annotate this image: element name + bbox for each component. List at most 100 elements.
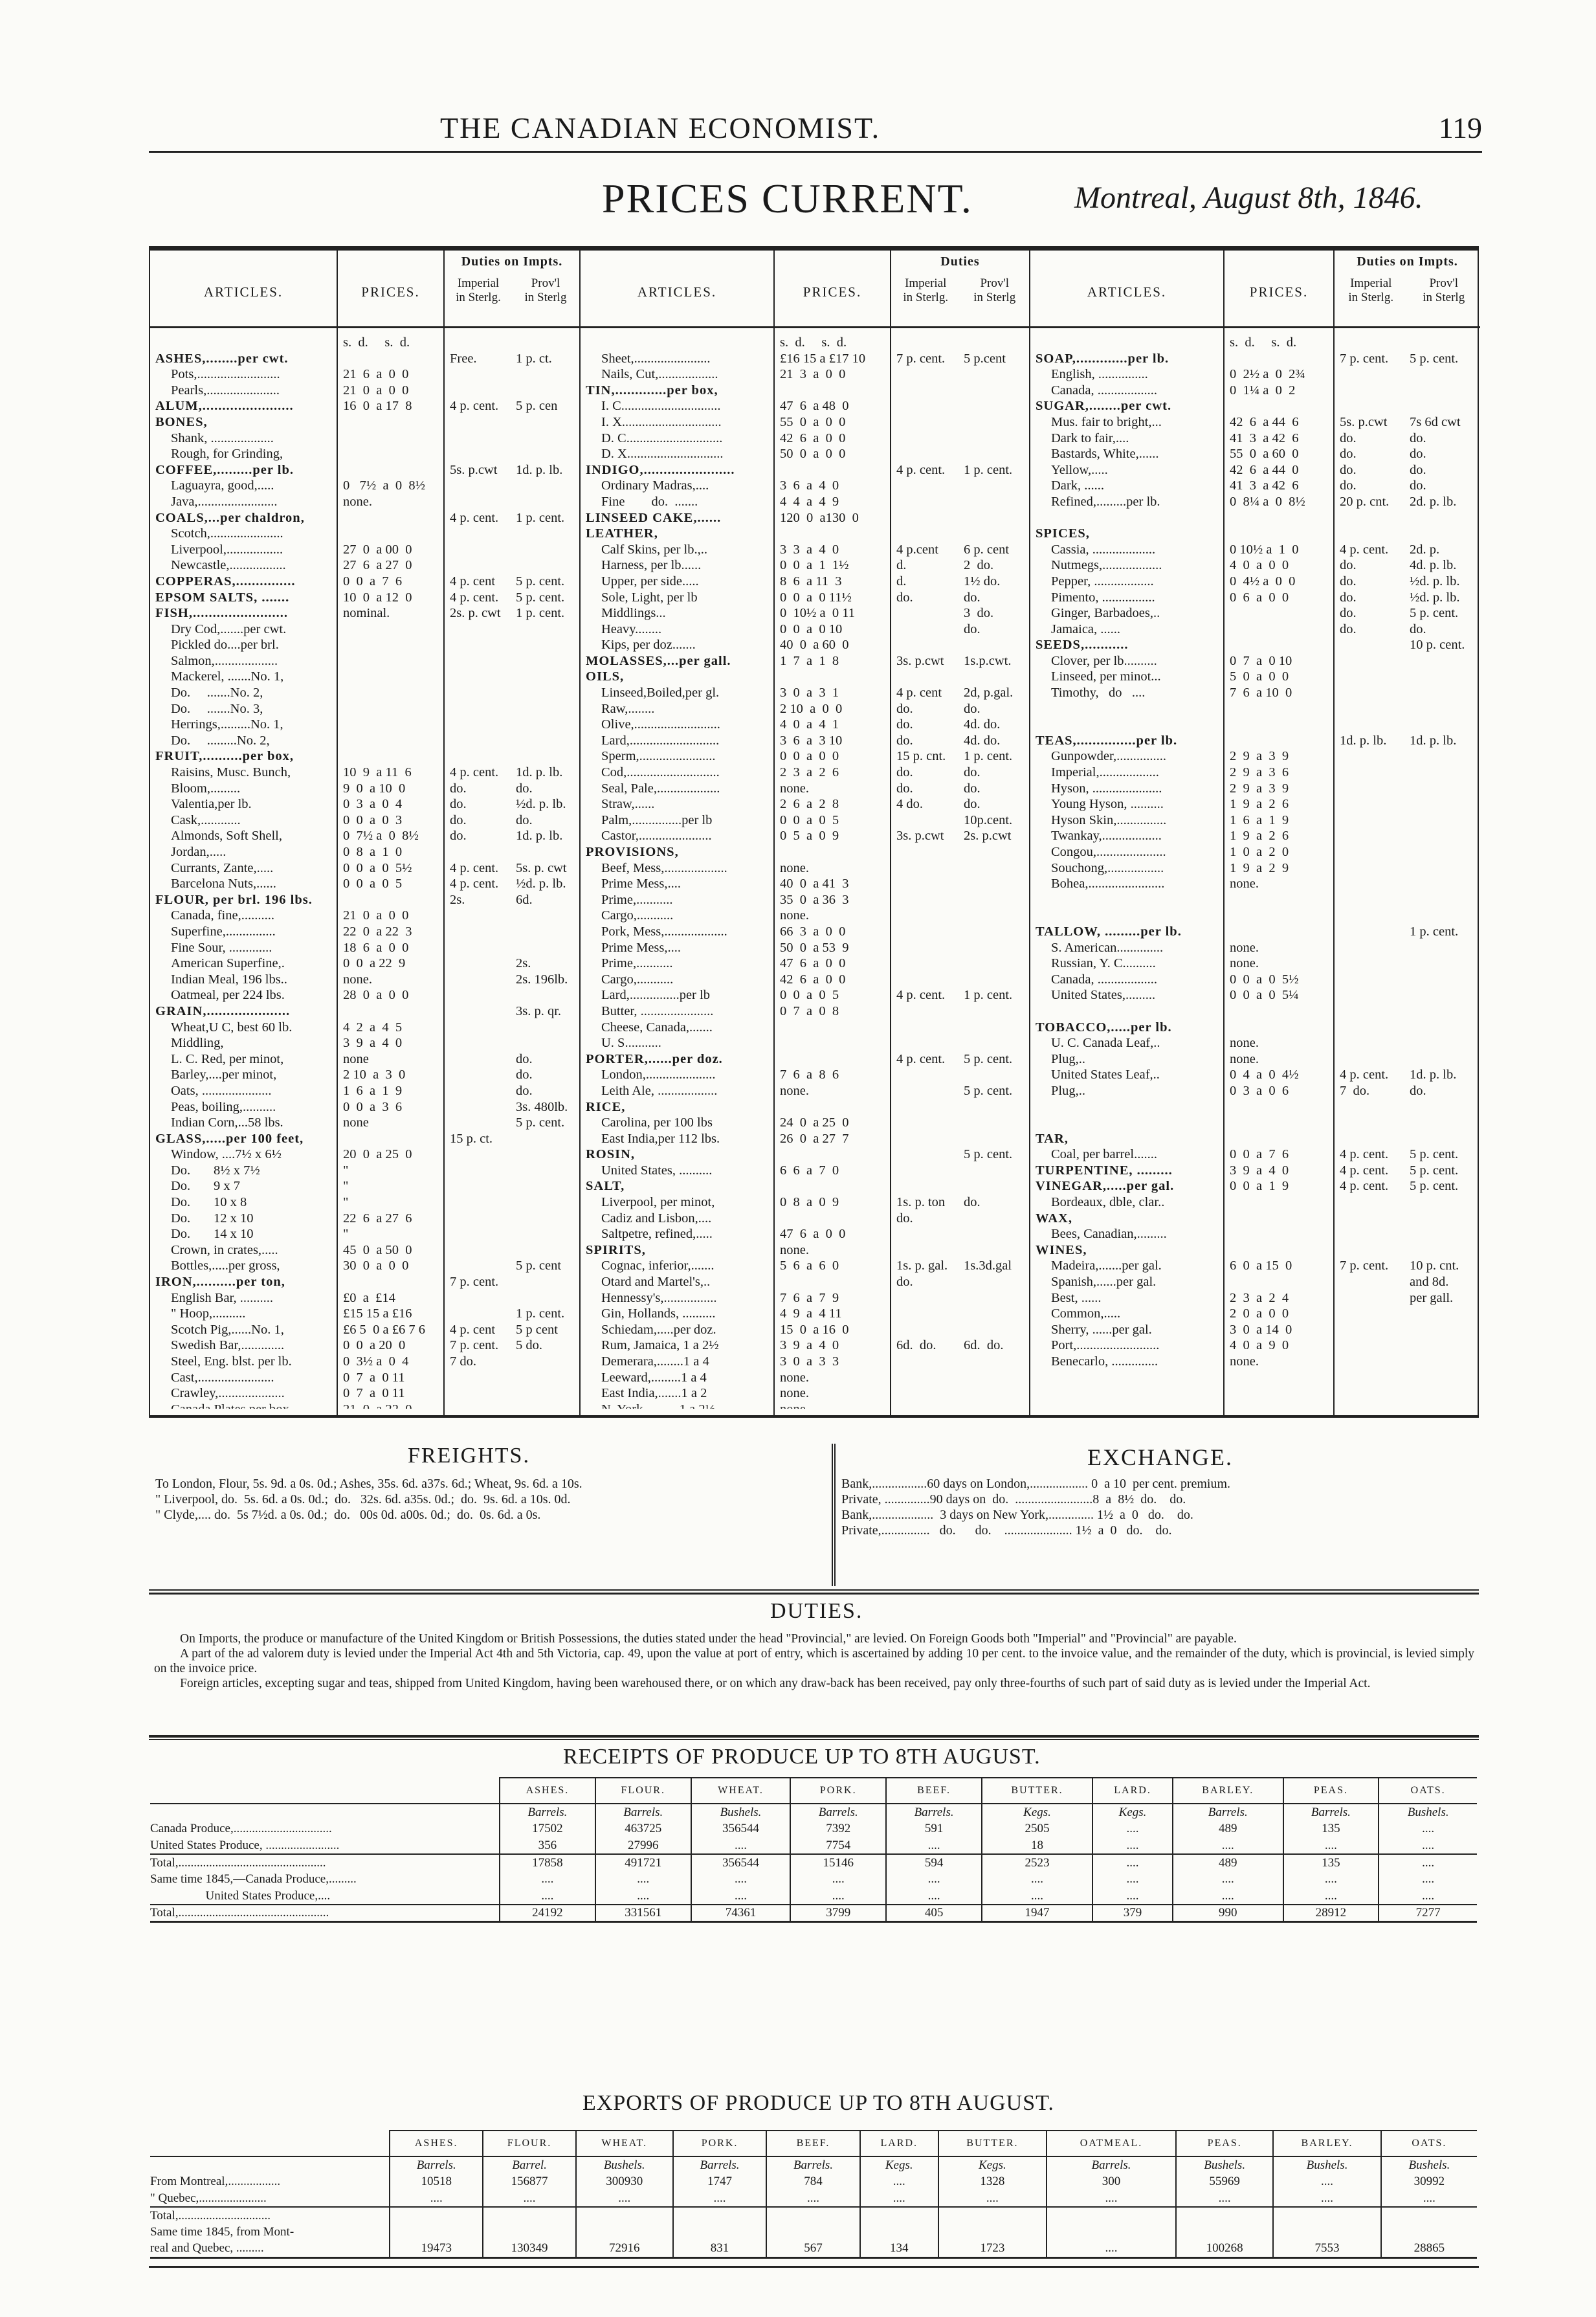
- list-line: 4 p. cent.: [450, 510, 499, 525]
- list-line: 18 6 a 0 0: [343, 940, 409, 955]
- list-line: 42 6 a 0 0: [780, 431, 846, 445]
- list-line: 3 0 a 3 3: [780, 1354, 839, 1369]
- table-cell: 591: [885, 1820, 982, 1837]
- list-line: 6 p. cent: [964, 542, 1010, 557]
- list-line: 4 p.cent: [896, 542, 938, 557]
- list-line: [516, 987, 575, 1003]
- list-line: [1410, 1099, 1476, 1115]
- table-cell: ....: [1172, 1888, 1283, 1905]
- list-line: [1230, 1385, 1329, 1402]
- list-line: [1230, 510, 1329, 526]
- list-line: 1 p. cent.: [964, 988, 1013, 1003]
- list-line: [1340, 1051, 1411, 1068]
- list-line: 2d. p. lb.: [1410, 494, 1457, 509]
- list-line: 6d. do.: [964, 1338, 1004, 1353]
- list-line: [1340, 987, 1411, 1003]
- list-line: 4 do.: [896, 797, 923, 812]
- list-line: Schiedam,.....per doz.: [601, 1322, 716, 1337]
- list-line: [1340, 1402, 1411, 1409]
- list-line: none.: [780, 1386, 809, 1401]
- list-line: [516, 1370, 575, 1386]
- list-line: [450, 844, 515, 860]
- receipts-title: RECEIPTS OF PRODUCE UP TO 8TH AUGUST.: [563, 1745, 1041, 1769]
- list-line: [896, 892, 964, 908]
- list-line: Congou,.....................: [1051, 845, 1166, 859]
- list-line: [1340, 892, 1411, 908]
- list-line: [1410, 1115, 1476, 1131]
- list-line: [343, 717, 439, 733]
- list-line: 5 p. cent.: [1410, 1147, 1459, 1162]
- list-line: [450, 557, 515, 574]
- list-line: [450, 1194, 515, 1211]
- list-line: United States,.........: [1051, 988, 1156, 1003]
- list-line: Mus. fair to bright,...: [1051, 414, 1162, 429]
- list-line: 5 p. cent.: [516, 574, 565, 588]
- table-cell: [1380, 2206, 1477, 2224]
- list-line: 22 0 a 22 3: [343, 924, 412, 939]
- list-line: 47 6 a 48 0: [780, 399, 849, 414]
- list-line: [516, 1274, 575, 1290]
- table-cell: ....: [790, 1871, 887, 1888]
- list-line: Clover, per lb..........: [1051, 653, 1157, 668]
- table-cell: ....: [690, 1837, 791, 1854]
- list-line: do.: [964, 797, 981, 812]
- list-line: [450, 1211, 515, 1227]
- list-line: Do. 10 x 8: [171, 1195, 247, 1210]
- list-line: do.: [1340, 478, 1357, 493]
- list-line: [1340, 1338, 1411, 1354]
- list-line: 1 p. cent.: [516, 510, 565, 525]
- list-line: Window, ....7½ x 6½: [171, 1147, 282, 1162]
- table-cell: ....: [1378, 1837, 1477, 1854]
- list-line: [343, 510, 439, 526]
- list-line: Barley,....per minot,: [171, 1068, 277, 1082]
- list-line: 24 0 a 25 0: [780, 1115, 849, 1130]
- list-line: [1340, 1211, 1411, 1227]
- list-line: [896, 860, 964, 877]
- list-line: Gin, Hollands, ..........: [601, 1306, 716, 1321]
- list-line: [896, 1099, 964, 1115]
- table-cell: 130349: [482, 2241, 576, 2259]
- list-line: [1340, 972, 1411, 988]
- list-line: do.: [450, 829, 467, 844]
- articles-header: ARTICLES.: [581, 251, 773, 328]
- list-line: 0 0 a 0 5½: [1230, 972, 1299, 987]
- table-cell: 2523: [981, 1853, 1093, 1871]
- table-cell: 331561: [594, 1904, 691, 1923]
- list-line: [450, 1226, 515, 1242]
- list-line: do.: [1410, 447, 1426, 462]
- list-line: [896, 1067, 964, 1083]
- table-cell: 100268: [1175, 2241, 1274, 2259]
- list-line: [343, 733, 439, 749]
- list-line: d.: [896, 574, 907, 588]
- list-line: Canada, ..................: [1051, 383, 1157, 397]
- list-line: 1d. p. lb.: [1340, 733, 1387, 748]
- list-line: [450, 335, 515, 351]
- list-line: [1036, 1099, 1219, 1115]
- list-line: [343, 351, 439, 367]
- list-line: Do. .........No. 2,: [171, 733, 270, 748]
- list-line: Cadiz and Lisbon,....: [601, 1211, 712, 1226]
- list-line: [896, 510, 964, 526]
- list-line: 4 0 a 9 0: [1230, 1338, 1289, 1353]
- list-line: COPPERAS,...............: [155, 574, 296, 588]
- list-line: 1 p. cent.: [516, 606, 565, 621]
- list-line: [516, 1354, 575, 1370]
- list-line: TIN,.............per box,: [586, 383, 718, 397]
- list-line: [450, 748, 515, 765]
- list-line: 5 0 a 0 0: [1230, 669, 1289, 684]
- list-line: [343, 526, 439, 542]
- list-line: [1340, 908, 1411, 924]
- list-line: 7 p. cent.: [1340, 351, 1389, 366]
- list-line: [964, 860, 1025, 877]
- list-line: [964, 908, 1025, 924]
- list-line: 1 9 a 2 9: [1230, 860, 1289, 875]
- row-label: Total,..................................…: [150, 1853, 500, 1871]
- list-line: 5 6 a 6 0: [780, 1259, 839, 1273]
- list-line: [1410, 972, 1476, 988]
- list-line: Lard,...............per lb: [601, 988, 710, 1003]
- list-line: [516, 366, 575, 383]
- list-line: [586, 335, 770, 351]
